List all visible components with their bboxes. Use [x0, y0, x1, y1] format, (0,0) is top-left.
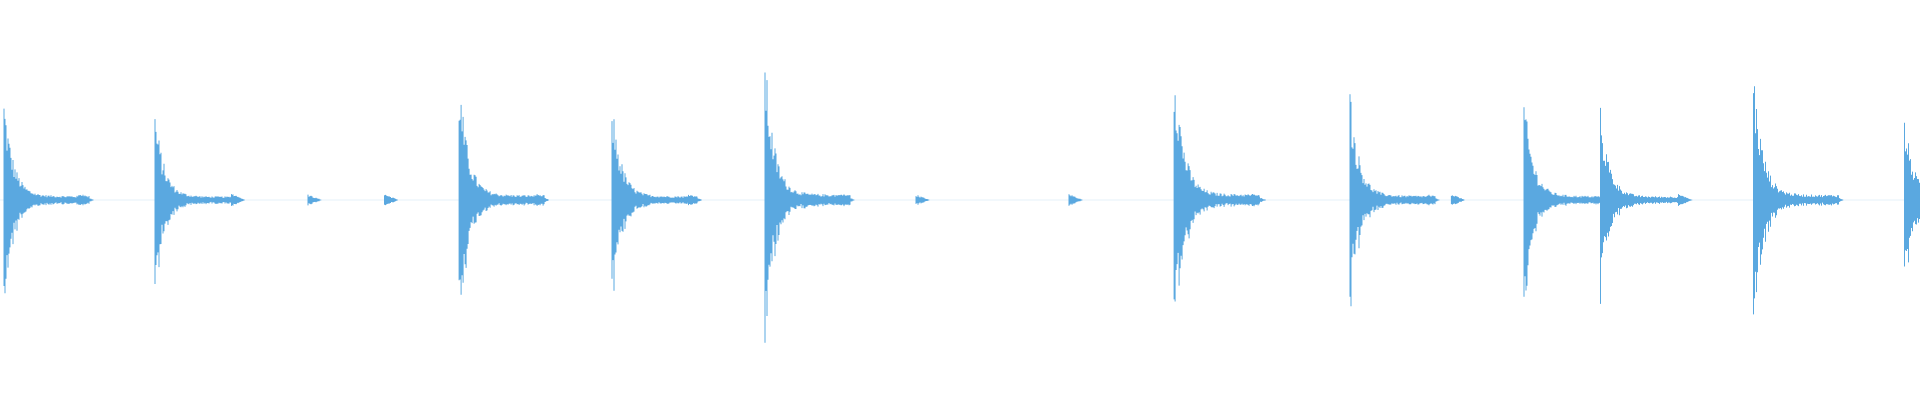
waveform-tick	[1068, 194, 1083, 206]
waveform-tick-shape	[915, 195, 930, 205]
waveform-tick-shape	[78, 195, 93, 205]
waveform-tick	[1252, 194, 1266, 206]
waveform-tick-shape	[535, 195, 549, 205]
waveform-tick-shape	[384, 194, 398, 206]
waveform-tick	[839, 194, 853, 206]
waveform-tick	[384, 194, 398, 206]
waveform-tick	[915, 195, 930, 205]
waveform-tick-shape	[1450, 195, 1465, 205]
waveform-tick	[1829, 195, 1844, 205]
waveform-tick	[535, 195, 549, 205]
waveform-tick	[688, 194, 702, 206]
waveform-tick	[231, 194, 245, 206]
waveform-hit	[1904, 122, 1920, 267]
waveform-tick-shape	[307, 194, 322, 206]
waveform-tick-shape	[1252, 194, 1266, 206]
waveform-tick	[78, 195, 93, 205]
waveform-hit-shape	[1349, 94, 1440, 307]
waveform-tick-shape	[1068, 194, 1083, 206]
waveform-track	[0, 72, 1920, 343]
waveform-tick-shape	[688, 194, 702, 206]
waveform-tick-shape	[1829, 195, 1844, 205]
waveform-hit	[1349, 94, 1440, 307]
waveform-tick-shape	[231, 194, 245, 206]
waveform-hit-shape	[1904, 122, 1920, 267]
waveform-tick-shape	[1678, 195, 1693, 205]
waveform-tick	[307, 194, 322, 206]
waveform-tick	[1450, 195, 1465, 205]
waveform-tick	[1678, 195, 1693, 205]
waveform-tick-shape	[839, 194, 853, 206]
